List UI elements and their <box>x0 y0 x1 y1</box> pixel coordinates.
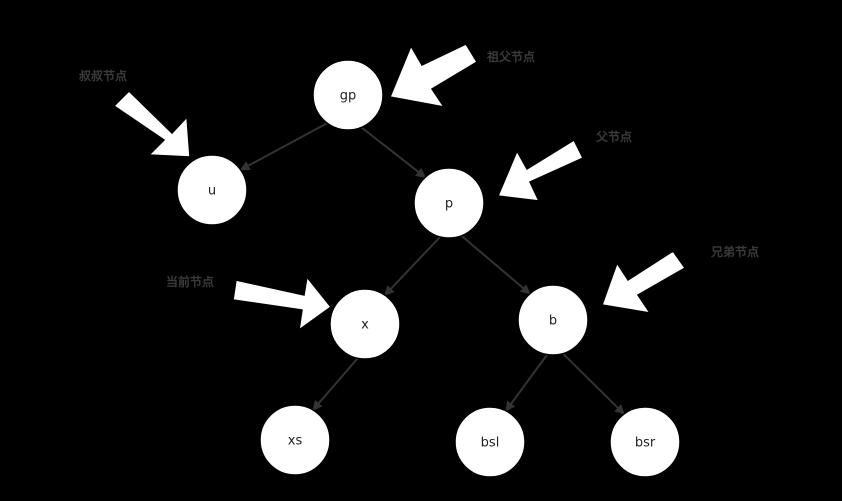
node-bsr-circle <box>609 406 681 478</box>
label-uncle: 叔叔节点 <box>79 68 127 83</box>
label-grandparent: 祖父节点 <box>486 49 535 64</box>
edge-gp-p <box>352 119 426 178</box>
node-xs-label: xs <box>288 434 303 449</box>
callout-arrow-parent <box>496 138 585 202</box>
node-p: p <box>413 167 485 239</box>
node-p-label: p <box>445 197 453 212</box>
node-p-circle <box>413 167 485 239</box>
label-current: 当前节点 <box>166 274 214 289</box>
node-x-label: x <box>361 318 369 333</box>
edge-b-bsr <box>556 347 625 415</box>
node-x-circle <box>329 288 401 360</box>
callout-arrow-uncle <box>112 89 191 158</box>
node-b-label: b <box>549 314 557 329</box>
node-b: b <box>517 284 589 356</box>
node-gp-label: gp <box>340 89 357 104</box>
edge-gp-u <box>239 114 343 171</box>
node-bsl: bsl <box>454 406 526 478</box>
edges-layer <box>239 114 625 415</box>
node-bsl-label: bsl <box>481 436 500 451</box>
node-bsl-circle <box>454 406 526 478</box>
node-b-circle <box>517 284 589 356</box>
node-x: x <box>329 288 401 360</box>
label-parent: 父节点 <box>595 129 632 144</box>
node-u-circle <box>176 154 248 226</box>
callout-arrow-current <box>232 275 333 332</box>
callout-arrow-grandparent <box>388 43 479 109</box>
edge-x-xs <box>312 353 363 411</box>
node-u-label: u <box>208 184 216 199</box>
edge-p-x <box>384 231 446 296</box>
label-sibling: 兄弟节点 <box>710 244 759 259</box>
node-xs: xs <box>259 404 331 476</box>
node-u: u <box>176 154 248 226</box>
callout-arrow-sibling <box>600 249 687 315</box>
node-gp-circle <box>312 59 384 131</box>
node-xs-circle <box>259 404 331 476</box>
edge-b-bsl <box>505 350 551 412</box>
node-bsr-label: bsr <box>635 436 656 451</box>
node-bsr: bsr <box>609 406 681 478</box>
node-gp: gp <box>312 59 384 131</box>
edge-p-b <box>453 228 531 295</box>
